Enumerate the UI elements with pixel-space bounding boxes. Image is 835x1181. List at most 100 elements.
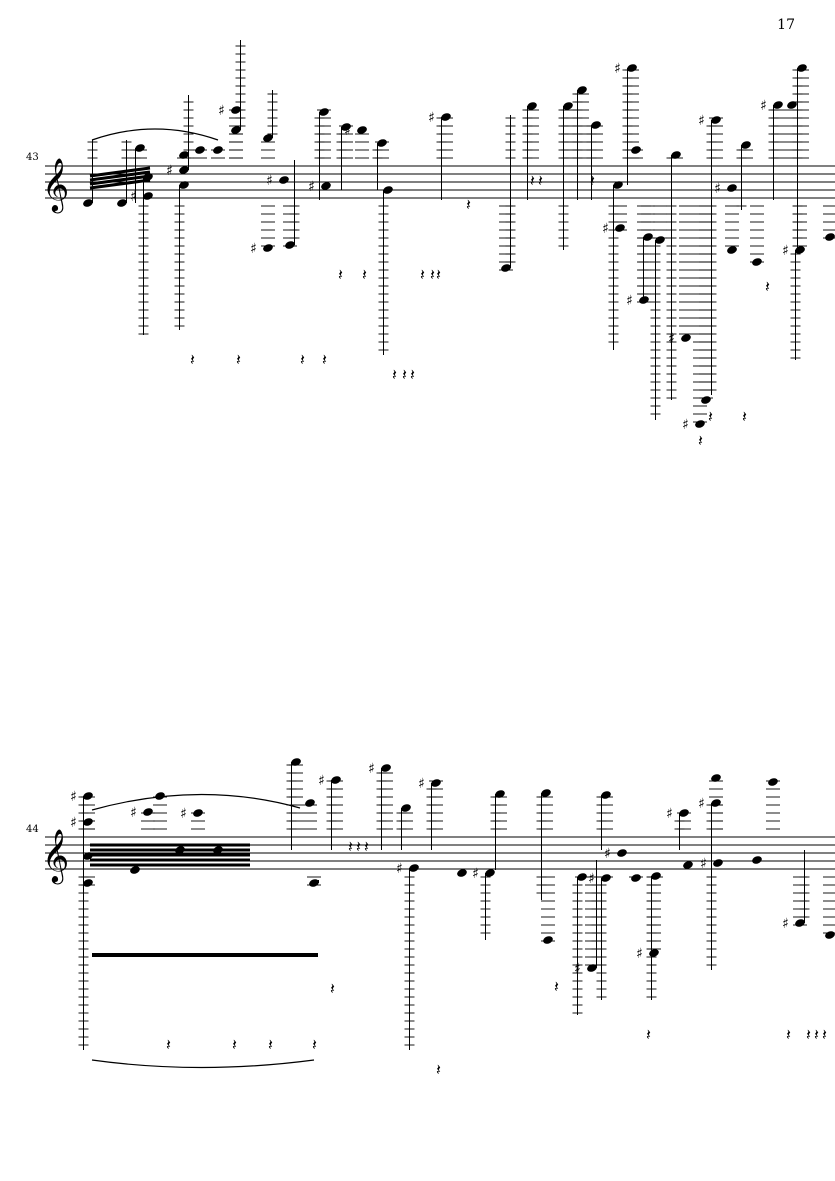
sharp-icon: ♯ — [682, 417, 689, 433]
notehead — [713, 859, 723, 867]
notehead — [341, 123, 351, 131]
notehead — [727, 184, 737, 192]
notehead — [825, 931, 835, 939]
quarter-rest-icon: 𝄽 — [236, 350, 241, 369]
sharp-icon: ♯ — [344, 123, 351, 139]
quarter-rest-icon: 𝄽 — [430, 265, 435, 284]
notehead — [587, 964, 597, 972]
notehead — [117, 199, 127, 207]
notehead — [213, 146, 223, 154]
quarter-rest-icon: 𝄽 — [410, 365, 415, 384]
beam — [89, 166, 151, 178]
notehead — [541, 789, 551, 797]
notehead — [649, 949, 659, 957]
sharp-icon: ♯ — [318, 773, 325, 789]
notehead — [563, 102, 573, 110]
sharp-icon: ♯ — [636, 946, 643, 962]
sharp-icon: ♯ — [574, 961, 581, 977]
notehead — [617, 849, 627, 857]
notehead — [711, 116, 721, 124]
notehead — [679, 809, 689, 817]
notehead — [825, 233, 835, 241]
sharp-icon: ♯ — [368, 761, 375, 777]
notehead — [331, 776, 341, 784]
notehead — [401, 804, 411, 812]
notehead — [711, 774, 721, 782]
notehead — [495, 790, 505, 798]
notehead — [797, 64, 807, 72]
sharp-icon: ♯ — [588, 871, 595, 887]
sharp-icon: ♯ — [714, 181, 721, 197]
tie — [91, 793, 301, 811]
beam — [89, 170, 151, 182]
measure-number-43: 43 — [26, 152, 39, 163]
quarter-rest-icon: 𝄽 — [554, 977, 559, 996]
notehead — [601, 791, 611, 799]
notehead — [195, 146, 205, 154]
notehead — [309, 879, 319, 887]
quarter-rest-icon: 𝄽 — [232, 1035, 237, 1054]
notehead — [527, 102, 537, 110]
quarter-rest-icon: 𝄽 — [300, 350, 305, 369]
quarter-rest-icon: 𝄽 — [436, 1060, 441, 1079]
notehead — [305, 799, 315, 807]
sharp-icon: ♯ — [180, 806, 187, 822]
notehead — [135, 144, 145, 152]
notehead — [155, 792, 165, 800]
sharp-icon: ♯ — [130, 805, 137, 821]
sharp-icon: ♯ — [760, 98, 767, 114]
notehead — [643, 233, 653, 241]
notehead — [83, 818, 93, 826]
notehead — [631, 146, 641, 154]
quarter-rest-icon: 𝄽 — [765, 277, 770, 296]
quarter-rest-icon: 𝄽 — [330, 979, 335, 998]
notehead — [543, 936, 553, 944]
page-number: 17 — [777, 17, 795, 33]
notehead — [741, 141, 751, 149]
notehead — [627, 64, 637, 72]
measure-number-44: 44 — [26, 824, 39, 835]
notehead — [613, 181, 623, 189]
notehead — [671, 151, 681, 159]
sharp-icon: ♯ — [602, 221, 609, 237]
notehead — [409, 864, 419, 872]
notehead — [319, 108, 329, 116]
sharp-icon: ♯ — [698, 113, 705, 129]
quarter-rest-icon: 𝄽 — [538, 171, 543, 190]
notehead — [701, 396, 711, 404]
quarter-rest-icon: 𝄽 — [392, 365, 397, 384]
notehead — [601, 874, 611, 882]
notehead — [179, 166, 189, 174]
quarter-rest-icon: 𝄽 — [822, 1025, 827, 1044]
quarter-rest-icon: 𝄽 — [708, 407, 713, 426]
notehead — [768, 778, 778, 786]
notehead — [263, 244, 273, 252]
quarter-rest-icon: 𝄽 — [268, 1035, 273, 1054]
quarter-rest-icon: 𝄽 — [646, 1025, 651, 1044]
notehead — [83, 199, 93, 207]
notehead — [683, 861, 693, 869]
notehead — [431, 779, 441, 787]
quarter-rest-icon: 𝄽 — [356, 837, 361, 856]
notehead — [457, 869, 467, 877]
tie — [91, 1059, 315, 1069]
notehead — [577, 86, 587, 94]
sharp-icon: ♯ — [70, 815, 77, 831]
quarter-rest-icon: 𝄽 — [698, 431, 703, 450]
notehead — [231, 106, 241, 114]
notehead — [291, 758, 301, 766]
sharp-icon: ♯ — [668, 331, 675, 347]
notehead — [263, 134, 273, 142]
notehead — [752, 856, 762, 864]
notehead — [285, 241, 295, 249]
quarter-rest-icon: 𝄽 — [166, 1035, 171, 1054]
beam — [89, 178, 151, 190]
beam — [89, 174, 151, 186]
quarter-rest-icon: 𝄽 — [338, 265, 343, 284]
notehead — [727, 246, 737, 254]
notehead — [130, 866, 140, 874]
quarter-rest-icon: 𝄽 — [814, 1025, 819, 1044]
quarter-rest-icon: 𝄽 — [322, 350, 327, 369]
notehead — [83, 792, 93, 800]
